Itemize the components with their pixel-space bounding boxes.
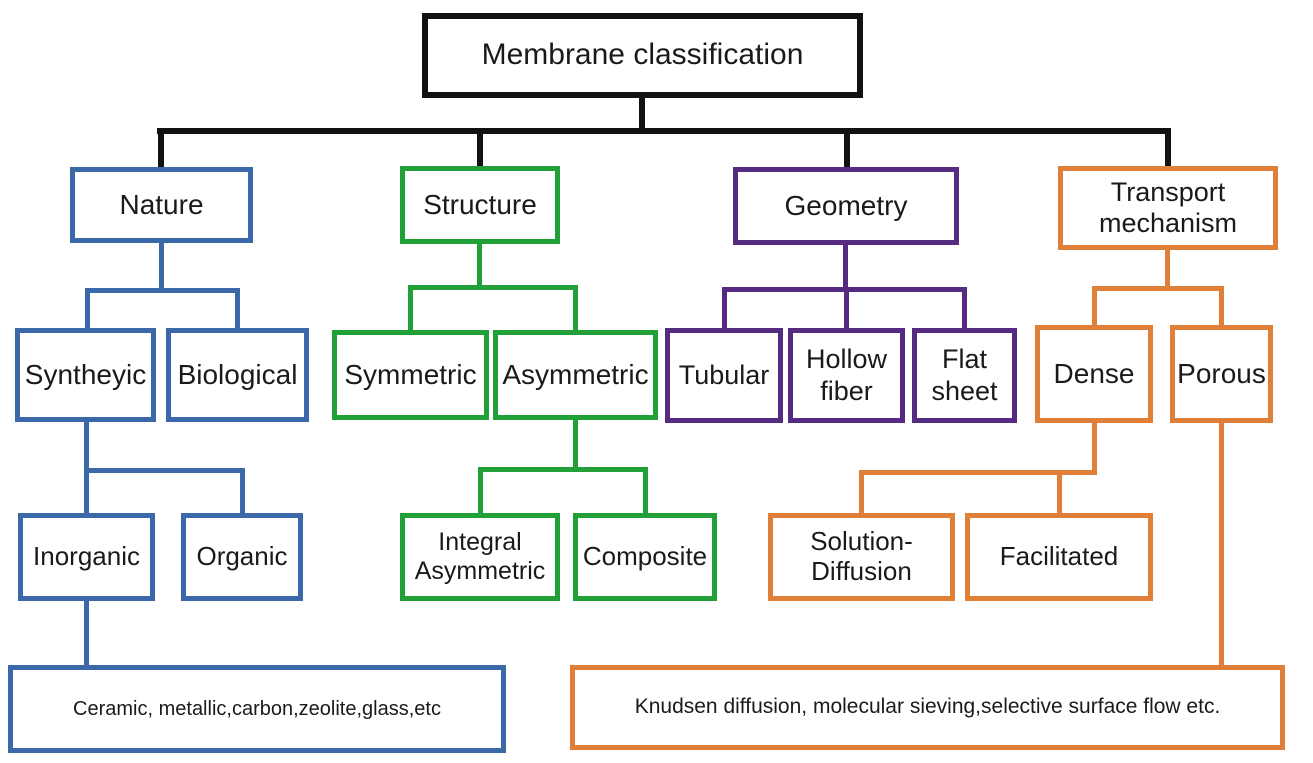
- node-porous: Porous: [1170, 325, 1273, 423]
- edge-geometry-to-flat-sheet: [962, 287, 967, 328]
- node-organic: Organic: [181, 513, 303, 601]
- edge-root-to-structure: [477, 128, 483, 168]
- edge-dense-to-solution-diffusion: [859, 470, 864, 513]
- node-solution-diffusion: Solution- Diffusion: [768, 513, 955, 601]
- edge-dense-bar: [859, 470, 1097, 475]
- edge-root-bar: [157, 128, 1171, 134]
- node-porous-examples: Knudsen diffusion, molecular sieving,sel…: [570, 665, 1285, 750]
- edge-nature-to-biological: [235, 288, 240, 330]
- edge-asymmetric-bar: [478, 467, 648, 472]
- edge-inorganic-to-examples: [84, 601, 89, 665]
- node-composite: Composite: [573, 513, 717, 601]
- node-facilitated: Facilitated: [965, 513, 1153, 601]
- edge-transport-bar: [1092, 286, 1224, 291]
- edge-transport-stem: [1165, 250, 1170, 286]
- node-hollow-fiber: Hollow fiber: [788, 328, 905, 423]
- edge-nature-bar: [85, 288, 240, 293]
- node-root: Membrane classification: [422, 13, 863, 98]
- node-syntheyic: Syntheyic: [15, 328, 156, 422]
- edge-dense-stem: [1092, 423, 1097, 475]
- edge-structure-to-symmetric: [408, 285, 413, 330]
- edge-transport-to-dense: [1092, 286, 1097, 325]
- edge-geometry-to-hollow-fiber: [844, 287, 849, 328]
- node-inorganic: Inorganic: [18, 513, 155, 601]
- node-integral-asymmetric: Integral Asymmetric: [400, 513, 560, 601]
- edge-porous-to-examples: [1219, 423, 1224, 665]
- edge-root-stem: [639, 98, 645, 132]
- node-geometry: Geometry: [733, 167, 959, 245]
- edge-syntheyic-stem: [84, 422, 89, 513]
- node-biological: Biological: [166, 328, 309, 422]
- node-flat-sheet: Flat sheet: [912, 328, 1017, 423]
- edge-nature-to-syntheyic: [85, 288, 90, 330]
- edge-structure-to-asymmetric: [573, 285, 578, 330]
- edge-structure-bar: [408, 285, 578, 290]
- edge-root-to-transport: [1165, 128, 1171, 168]
- edge-asymmetric-to-integral: [478, 467, 483, 513]
- node-structure: Structure: [400, 166, 560, 244]
- node-dense: Dense: [1035, 325, 1153, 423]
- node-asymmetric: Asymmetric: [493, 330, 658, 420]
- node-transport-mechanism: Transport mechanism: [1058, 166, 1278, 250]
- node-symmetric: Symmetric: [332, 330, 489, 420]
- node-inorganic-examples: Ceramic, metallic,carbon,zeolite,glass,e…: [8, 665, 506, 753]
- edge-structure-stem: [477, 244, 482, 286]
- edge-nature-stem: [159, 243, 164, 289]
- edge-root-to-nature: [158, 128, 164, 168]
- edge-syntheyic-bar: [84, 468, 245, 473]
- edge-asymmetric-to-composite: [643, 467, 648, 513]
- node-nature: Nature: [70, 167, 253, 243]
- edge-dense-to-facilitated: [1057, 470, 1062, 513]
- edge-asymmetric-stem: [573, 420, 578, 472]
- edge-root-to-geometry: [844, 128, 850, 168]
- edge-transport-to-porous: [1219, 286, 1224, 325]
- edge-syntheyic-to-organic: [240, 468, 245, 513]
- edge-geometry-to-tubular: [722, 287, 727, 328]
- edge-geometry-stem: [843, 245, 848, 287]
- node-tubular: Tubular: [665, 328, 783, 423]
